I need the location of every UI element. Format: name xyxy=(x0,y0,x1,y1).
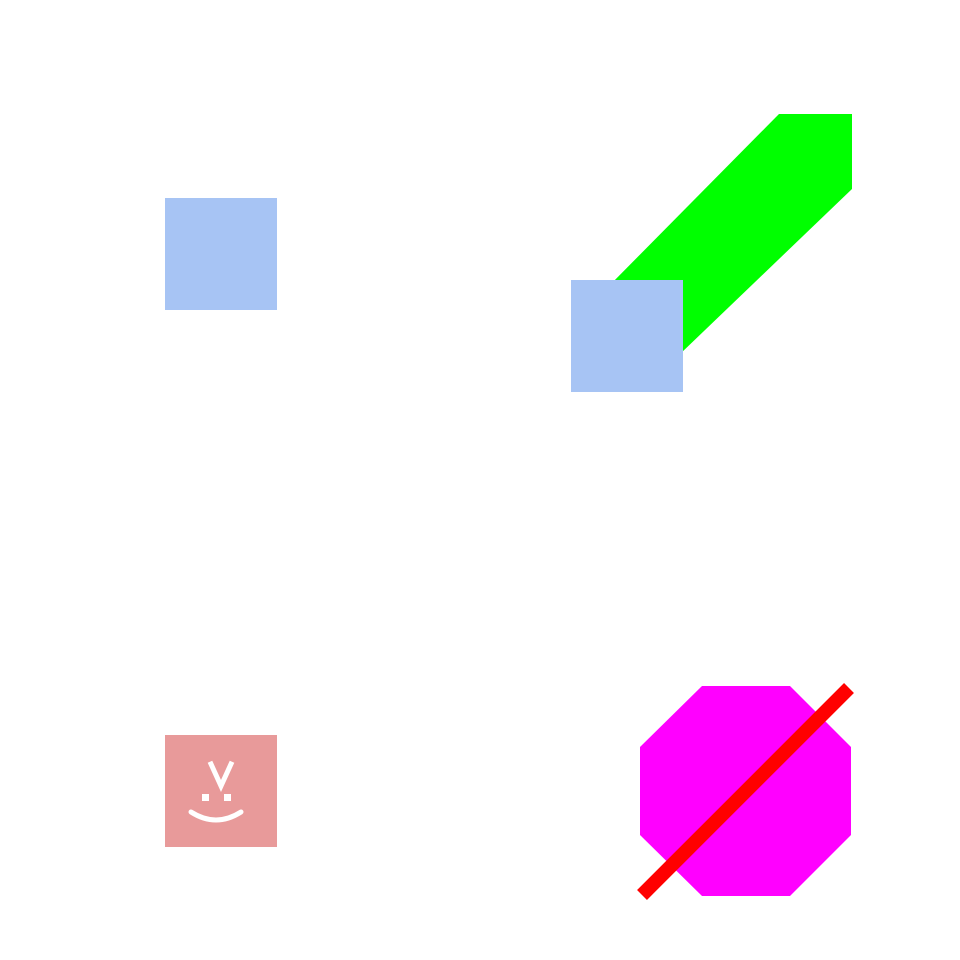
blue-square-top-left xyxy=(165,198,277,310)
face-left-eye xyxy=(202,794,209,801)
red-slash-line xyxy=(637,683,854,900)
face-right-eye xyxy=(224,794,231,801)
face-mouth xyxy=(188,809,244,823)
prohibited-octagon xyxy=(637,683,854,900)
face-brow-mark xyxy=(207,760,235,793)
smiley-face-icon xyxy=(188,760,244,823)
blue-square-top-right xyxy=(571,280,683,392)
face-tile xyxy=(165,735,277,847)
